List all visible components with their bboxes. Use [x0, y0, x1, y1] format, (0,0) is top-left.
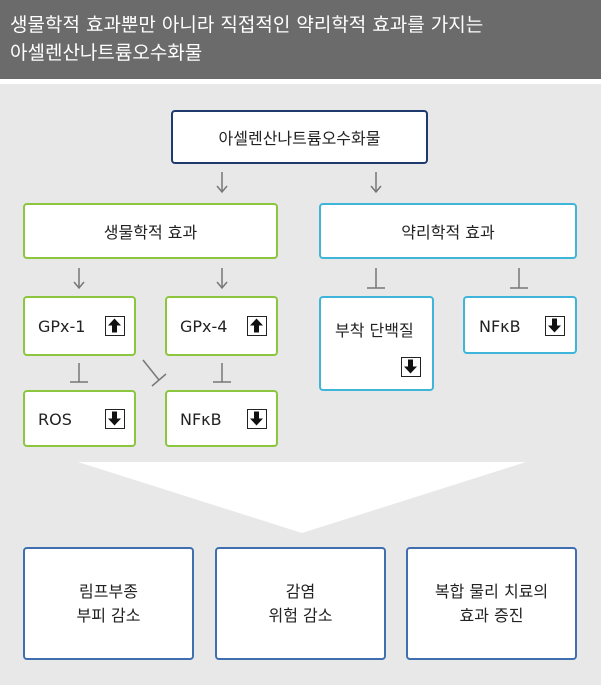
- inhibit-to-adhesion-protein: [367, 268, 385, 289]
- gpx4-label: GPx-4: [180, 317, 228, 336]
- root-node: 아셀렌산나트륨오수화물: [171, 110, 428, 164]
- gpx1-node: GPx-1: [23, 296, 136, 356]
- nfkb-biological-node: NFκB: [165, 390, 278, 447]
- outcome-line-1: 림프부종: [79, 581, 138, 601]
- down-arrow-icon: [105, 409, 125, 429]
- outcome-line-2: 효과 증진: [459, 605, 524, 625]
- nfkb-biological-label: NFκB: [180, 410, 222, 429]
- up-arrow-icon: [247, 316, 267, 336]
- ros-label: ROS: [38, 410, 72, 429]
- up-arrow-icon: [105, 316, 125, 336]
- header-banner: 생물학적 효과뿐만 아니라 직접적인 약리학적 효과를 가지는 아셀렌산나트륨오…: [0, 0, 601, 79]
- root-node-label: 아셀렌산나트륨오수화물: [218, 129, 381, 148]
- outcome-line-2: 위험 감소: [268, 605, 333, 625]
- pharmacological-effect-label: 약리학적 효과: [401, 223, 495, 242]
- inhibit-to-nfkb-pharmacological: [510, 268, 528, 289]
- arrow-root-to-biological: [216, 172, 228, 194]
- biological-effect-node: 생물학적 효과: [23, 203, 278, 259]
- pharmacological-effect-node: 약리학적 효과: [319, 203, 577, 259]
- down-arrow-icon: [545, 316, 565, 336]
- funnel-arrow: [78, 462, 526, 533]
- outcome-physical-therapy: 복합 물리 치료의 효과 증진: [406, 547, 577, 660]
- arrow-root-to-pharmacological: [370, 172, 382, 194]
- inhibit-gpx4-to-nfkb: [213, 363, 231, 383]
- outcome-infection-risk: 감염 위험 감소: [215, 547, 386, 660]
- down-arrow-icon: [247, 409, 267, 429]
- ros-node: ROS: [23, 390, 136, 447]
- header-title-line-2: 아셀렌산나트륨오수화물: [10, 42, 203, 64]
- inhibit-gpx1-to-nfkb-diagonal: [142, 359, 167, 387]
- header-title-line-1: 생물학적 효과뿐만 아니라 직접적인 약리학적 효과를 가지는: [10, 14, 484, 36]
- inhibit-gpx1-to-ros: [70, 363, 88, 383]
- gpx1-label: GPx-1: [38, 317, 86, 336]
- nfkb-pharmacological-node: NFκB: [463, 296, 577, 354]
- down-arrow-icon: [401, 357, 421, 377]
- arrow-biological-to-gpx4: [216, 268, 228, 290]
- adhesion-protein-node: 부착 단백질: [319, 296, 434, 391]
- gpx4-node: GPx-4: [165, 296, 278, 356]
- outcome-line-1: 감염: [285, 581, 316, 601]
- arrow-biological-to-gpx1: [73, 268, 85, 290]
- adhesion-protein-label: 부착 단백질: [335, 321, 414, 340]
- outcome-lymphedema-volume: 림프부종 부피 감소: [23, 547, 194, 660]
- outcome-line-2: 부피 감소: [76, 605, 141, 625]
- outcome-line-1: 복합 물리 치료의: [434, 581, 549, 601]
- nfkb-pharmacological-label: NFκB: [479, 317, 521, 336]
- biological-effect-label: 생물학적 효과: [103, 223, 198, 242]
